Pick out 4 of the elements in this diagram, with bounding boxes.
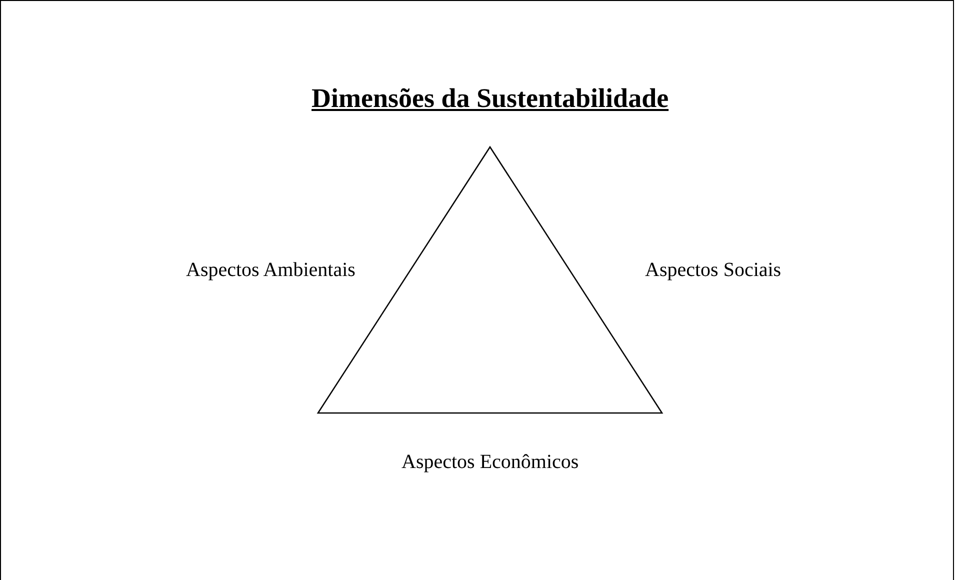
side-label: Aspectos Ambientais	[186, 258, 356, 282]
diagram-title: Dimensões da Sustentabilidade	[312, 82, 669, 114]
side-label: Aspectos Econômicos	[402, 450, 579, 474]
side-label: Aspectos Sociais	[645, 258, 782, 282]
